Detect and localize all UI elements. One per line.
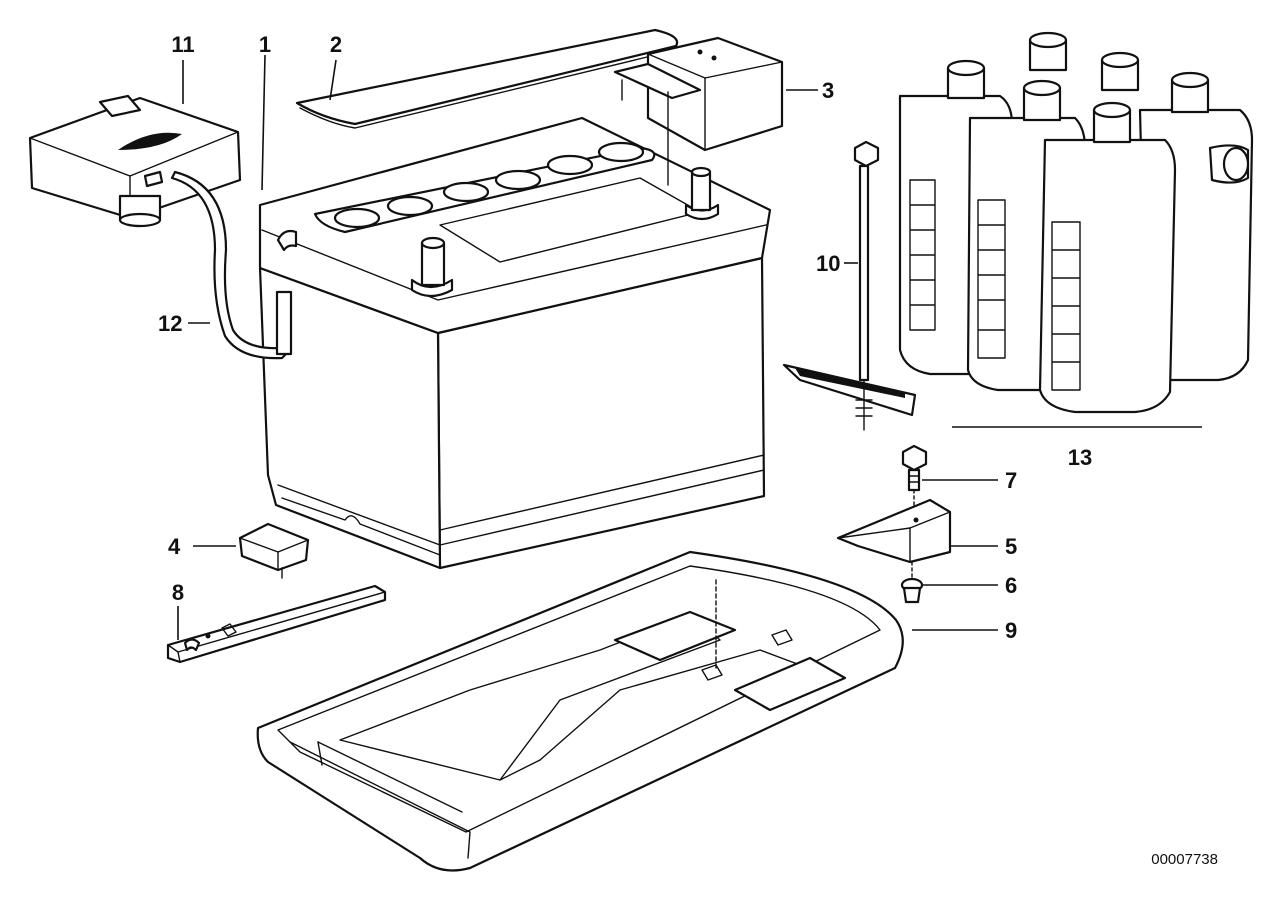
callout-8: 8	[172, 580, 184, 605]
battery-tray-part	[256, 550, 904, 872]
callout-5: 5	[1005, 534, 1017, 559]
battery-terminal-left	[410, 236, 454, 298]
callout-10: 10	[816, 251, 840, 276]
callout-7: 7	[1005, 468, 1017, 493]
callout-6: 6	[1005, 573, 1017, 598]
document-number: 00007738	[1151, 851, 1218, 868]
callout-1: 1	[259, 32, 271, 57]
vent-box-part	[28, 94, 242, 228]
threaded-rod-part	[782, 140, 917, 431]
electrolyte-bottles-part	[898, 31, 1254, 414]
battery-part	[258, 116, 772, 570]
callout-12: 12	[158, 311, 182, 336]
callout-4: 4	[168, 534, 181, 559]
callout-13: 13	[1068, 445, 1092, 470]
callout-2: 2	[330, 32, 342, 57]
vent-hose-part	[170, 170, 293, 360]
callout-9: 9	[1005, 618, 1017, 643]
battery-terminal-right	[684, 166, 720, 221]
hold-down-bar-part	[166, 584, 387, 664]
leader-lines	[177, 54, 1202, 640]
nut-part	[900, 561, 924, 604]
cell-caps	[333, 141, 645, 229]
bracket-part	[836, 498, 952, 564]
callout-3: 3	[822, 78, 834, 103]
clip-block-part	[238, 522, 310, 579]
terminal-cover-part	[613, 36, 784, 186]
callout-11: 11	[171, 32, 194, 57]
cover-strip-part	[295, 28, 679, 129]
